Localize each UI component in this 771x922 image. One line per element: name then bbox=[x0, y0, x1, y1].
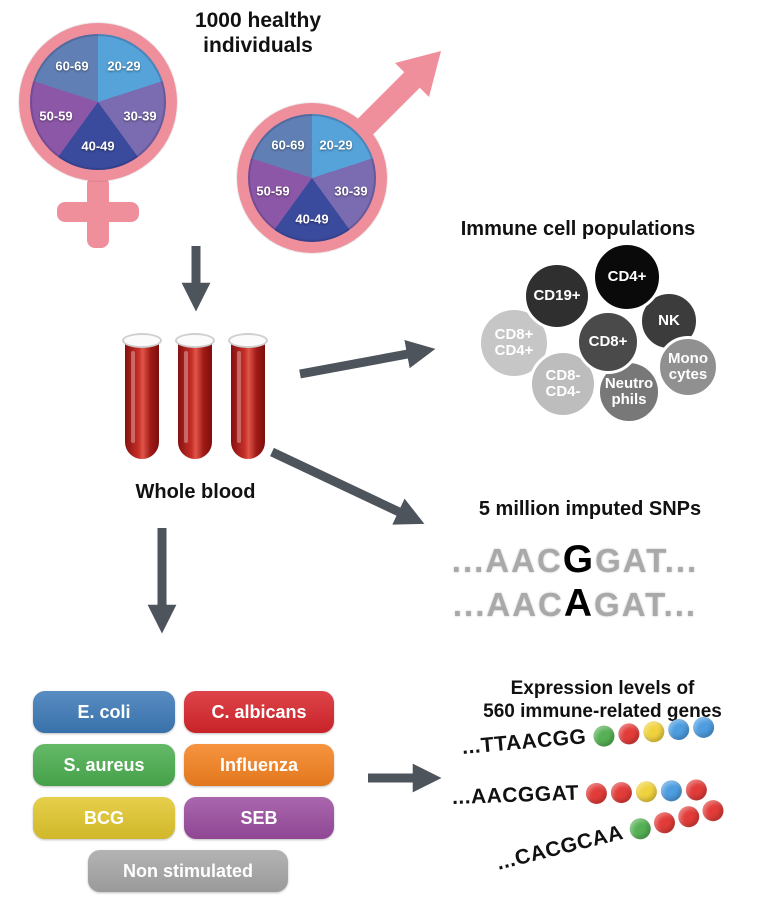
immune-cells-title: Immune cell populations bbox=[460, 218, 696, 240]
female-age-label-40-49: 40-49 bbox=[81, 138, 115, 154]
stimulus-seb: SEB bbox=[184, 797, 334, 839]
green-bead bbox=[592, 724, 616, 747]
blood-tube bbox=[122, 333, 162, 461]
female-age-label-60-69: 60-69 bbox=[55, 58, 89, 74]
blood-tube-body bbox=[125, 341, 159, 459]
blood-tube-shine bbox=[131, 351, 135, 443]
expression-title: Expression levels of 560 immune-related … bbox=[450, 678, 755, 724]
stimulus-non-stimulated: Non stimulated bbox=[88, 850, 288, 892]
gene-row1-sequence: ...TTAACGG bbox=[460, 725, 588, 759]
blue-bead bbox=[667, 717, 690, 741]
male-symbol-arrow bbox=[355, 51, 441, 137]
red-bead bbox=[651, 809, 677, 836]
snps-title: 5 million imputed SNPs bbox=[478, 498, 702, 520]
male-symbol bbox=[237, 103, 387, 253]
blood-tube-rim bbox=[122, 333, 162, 348]
blood-tube-rim bbox=[175, 333, 215, 348]
blue-bead bbox=[660, 779, 683, 802]
expression-title-line2: 560 immune-related genes bbox=[483, 700, 722, 722]
age-pie bbox=[248, 114, 376, 242]
red-bead bbox=[610, 781, 633, 803]
snp-seq1-variant: G bbox=[562, 538, 596, 581]
gene-row-3: ...CACGCAA bbox=[494, 796, 726, 876]
male-age-label-60-69: 60-69 bbox=[271, 137, 305, 153]
blood-tube-rim bbox=[228, 333, 268, 348]
stimulus-e-coli: E. coli bbox=[33, 691, 175, 733]
whole-blood-label: Whole blood bbox=[135, 481, 256, 503]
stimulus-bcg: BCG bbox=[33, 797, 175, 839]
stimulus-s-aureus: S. aureus bbox=[33, 744, 175, 786]
blood-tube-shine bbox=[184, 351, 188, 443]
gene-row-2: ...AACGGAT bbox=[452, 777, 708, 810]
gene-row2-sequence: ...AACGGAT bbox=[451, 781, 580, 809]
cell-monocytes: Mono cytes bbox=[657, 336, 719, 398]
snp-seq2-suffix: GAT... bbox=[594, 586, 698, 623]
snp-seq2-prefix: ...AAC bbox=[452, 586, 564, 623]
blood-tube-body bbox=[178, 341, 212, 459]
figure-title-line1: 1000 healthy bbox=[194, 9, 322, 32]
blood-tube bbox=[228, 333, 268, 461]
snp-sequence-2: ...AACAGAT... bbox=[405, 582, 745, 626]
cell-cd8neg-cd4neg: CD8- CD4- bbox=[529, 350, 597, 418]
yellow-bead bbox=[642, 719, 665, 743]
snp-seq1-suffix: GAT... bbox=[595, 542, 699, 579]
yellow-bead bbox=[635, 780, 658, 803]
female-age-label-20-29: 20-29 bbox=[107, 58, 141, 74]
female-age-label-30-39: 30-39 bbox=[123, 108, 157, 124]
gene-row3-sequence: ...CACGCAA bbox=[494, 820, 626, 875]
blue-bead bbox=[691, 715, 715, 739]
green-bead bbox=[627, 815, 653, 842]
male-age-label-50-59: 50-59 bbox=[256, 183, 290, 199]
gene-row3-beads bbox=[627, 797, 726, 842]
blood-tube-shine bbox=[237, 351, 241, 443]
cell-cd4: CD4+ bbox=[592, 242, 662, 312]
cell-cd19: CD19+ bbox=[523, 262, 591, 330]
female-age-label-50-59: 50-59 bbox=[39, 108, 73, 124]
red-bead bbox=[675, 803, 702, 829]
snp-seq2-variant: A bbox=[563, 582, 595, 625]
arrow-blood-to-snps bbox=[270, 447, 425, 525]
figure-title: 1000 healthy individuals bbox=[158, 8, 358, 58]
cell-cd8: CD8+ bbox=[576, 310, 640, 374]
red-bead bbox=[585, 782, 608, 804]
female-symbol-crossbar bbox=[57, 202, 139, 222]
stimulus-influenza: Influenza bbox=[184, 744, 334, 786]
arrow-blood-to-cells bbox=[299, 339, 436, 379]
gene-row2-beads bbox=[585, 778, 708, 804]
red-bead bbox=[617, 722, 641, 745]
expression-title-line1: Expression levels of bbox=[510, 678, 695, 699]
snp-seq1-prefix: ...AAC bbox=[451, 542, 563, 579]
male-age-label-30-39: 30-39 bbox=[334, 183, 368, 199]
age-pie bbox=[30, 34, 166, 170]
red-bead bbox=[685, 778, 708, 801]
male-age-label-40-49: 40-49 bbox=[295, 211, 329, 227]
female-symbol bbox=[19, 23, 177, 181]
blood-tube bbox=[175, 333, 215, 461]
blood-tube-body bbox=[231, 341, 265, 459]
figure-title-line2: individuals bbox=[203, 34, 313, 58]
male-age-label-20-29: 20-29 bbox=[319, 137, 353, 153]
snp-sequence-1: ...AACGGAT... bbox=[405, 538, 745, 582]
red-bead bbox=[700, 797, 726, 823]
stimulus-c-albicans: C. albicans bbox=[184, 691, 334, 733]
